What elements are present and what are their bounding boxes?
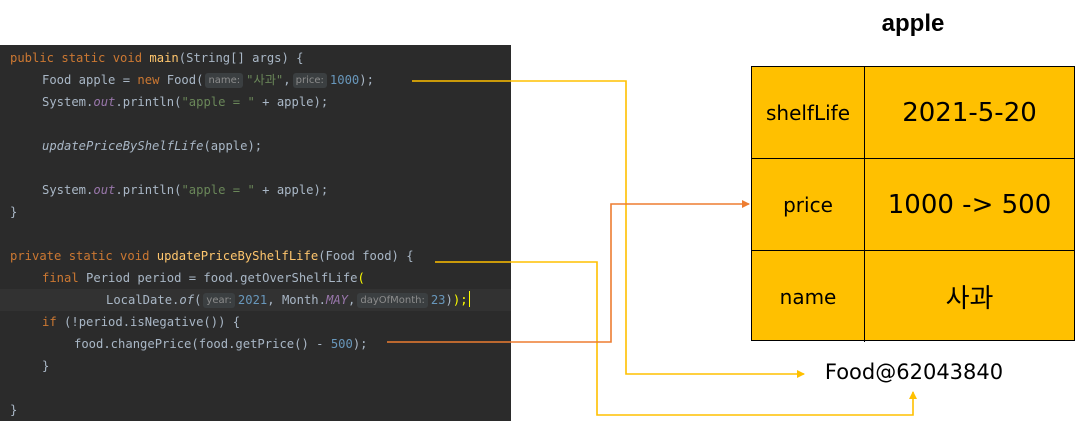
- code-line-close-method: }: [10, 403, 18, 417]
- code-line-new-food: Food apple = new Food(name:"사과",price:10…: [42, 73, 374, 88]
- field-row-name: name 사과: [752, 251, 1074, 342]
- code-line-change-price: food.changePrice(food.getPrice() - 500);: [74, 337, 368, 351]
- param-hint-name: name:: [205, 73, 244, 88]
- arrow-food-param-to-object: [435, 261, 917, 416]
- field-value: 2021-5-20: [902, 97, 1037, 128]
- field-row-shelflife: shelfLife 2021-5-20: [752, 67, 1074, 159]
- object-field-table: shelfLife 2021-5-20 price 1000 -> 500 na…: [751, 66, 1075, 342]
- param-hint-day-of-month: dayOfMonth:: [357, 293, 428, 308]
- code-line-localdate: LocalDate.of(year:2021, Month.MAY,dayOfM…: [106, 291, 470, 308]
- param-hint-year: year:: [203, 293, 235, 308]
- code-line-println-2: System.out.println("apple = " + apple);: [42, 183, 329, 197]
- code-line-update-call: updatePriceByShelfLife(apple);: [42, 139, 263, 153]
- code-line-println-1: System.out.println("apple = " + apple);: [42, 95, 329, 109]
- code-line-update-signature: private static void updatePriceByShelfLi…: [10, 249, 414, 263]
- code-line-close-if: }: [42, 359, 50, 373]
- param-hint-price: price:: [292, 73, 327, 88]
- code-line-if: if (!period.isNegative()) {: [42, 315, 241, 329]
- code-line-main-signature: public static void main(String[] args) {: [10, 51, 304, 65]
- object-reference-label: Food@62043840: [824, 360, 1004, 384]
- table-title: apple: [881, 10, 945, 37]
- field-row-price: price 1000 -> 500: [752, 159, 1074, 251]
- arrow-change-price-to-price-field: [387, 200, 750, 343]
- text-cursor: [468, 291, 470, 307]
- field-value: 1000 -> 500: [887, 189, 1052, 220]
- field-value: 사과: [945, 284, 994, 314]
- field-name: shelfLife: [752, 67, 865, 158]
- code-line-period: final Period period = food.getOverShelfL…: [42, 271, 365, 285]
- field-name: name: [752, 251, 865, 342]
- field-name: price: [752, 159, 865, 250]
- code-editor-panel: public static void main(String[] args) {…: [0, 45, 511, 421]
- arrow-apple-to-object: [412, 80, 805, 378]
- code-line-close-main: }: [10, 205, 18, 219]
